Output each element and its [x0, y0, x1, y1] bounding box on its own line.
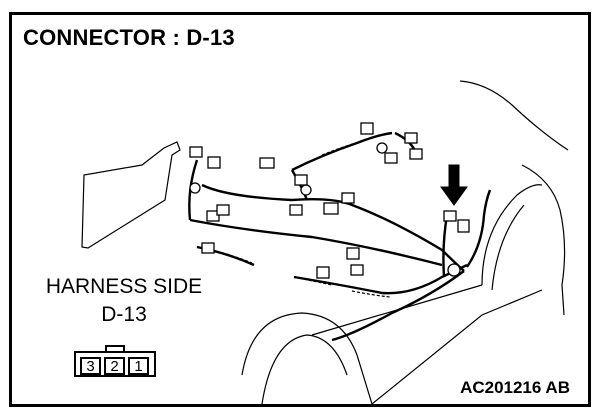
harness-branch-left — [189, 218, 443, 267]
connector-block — [457, 219, 470, 233]
harness-connector-id: D-13 — [101, 303, 147, 326]
body-panel-outline — [81, 141, 181, 249]
harness-corrugated-2 — [293, 276, 333, 286]
connector-block — [341, 192, 355, 204]
harness-vertical — [442, 214, 449, 278]
connector-block — [216, 204, 230, 216]
ground-terminal — [376, 142, 388, 154]
connector-block — [346, 247, 360, 260]
connector-block — [316, 266, 330, 279]
harness-center — [290, 169, 309, 201]
terminal-pin: 3 — [80, 357, 101, 375]
pointer-arrow-icon — [440, 164, 468, 206]
ground-terminal — [447, 263, 461, 277]
connector-block — [289, 204, 303, 216]
ground-terminal — [189, 182, 201, 194]
connector-block — [189, 146, 203, 158]
harness-corrugated-3 — [351, 290, 391, 298]
connector-block — [323, 202, 339, 215]
harness-side-label: HARNESS SIDE D-13 — [30, 273, 218, 329]
connector-block — [201, 242, 215, 254]
lower-body-inner — [261, 334, 348, 404]
lower-body — [241, 312, 373, 404]
connector-face: 3 2 1 — [74, 345, 158, 379]
harness-corrugated-4 — [321, 140, 363, 156]
harness-side-text: HARNESS SIDE — [45, 275, 203, 298]
wheel-arch-inner — [491, 204, 525, 291]
connector-pins: 3 2 1 — [80, 357, 149, 375]
connector-block — [360, 122, 374, 135]
connector-block — [206, 210, 220, 222]
terminal-pin: 1 — [128, 357, 149, 375]
figure-reference-code: AC201216 AB — [460, 378, 570, 397]
terminal-pin: 2 — [104, 357, 125, 375]
connector-block — [259, 157, 275, 169]
wiring-harness-illustration — [81, 80, 569, 404]
connector-block — [207, 156, 221, 169]
connector-block — [409, 148, 423, 160]
harness-front-up — [466, 189, 492, 268]
wheel-arch — [481, 184, 543, 286]
fender-outline — [521, 164, 566, 316]
harness-front-down — [331, 270, 465, 342]
diagram-frame: CONNECTOR : D-13 — [9, 12, 591, 407]
connector-block — [294, 174, 308, 186]
harness-trunk — [201, 183, 465, 272]
ground-terminal — [300, 184, 312, 196]
connector-lock-tab — [105, 345, 125, 353]
connector-block — [404, 132, 418, 144]
connector-block — [350, 264, 364, 276]
roof-line — [459, 80, 569, 151]
harness-corrugated-1 — [196, 246, 253, 264]
connector-block — [384, 152, 398, 164]
rocker-line — [371, 289, 543, 404]
harness-roof — [291, 131, 393, 172]
connector-block — [443, 210, 457, 222]
connector-title: CONNECTOR : D-13 — [23, 25, 235, 50]
